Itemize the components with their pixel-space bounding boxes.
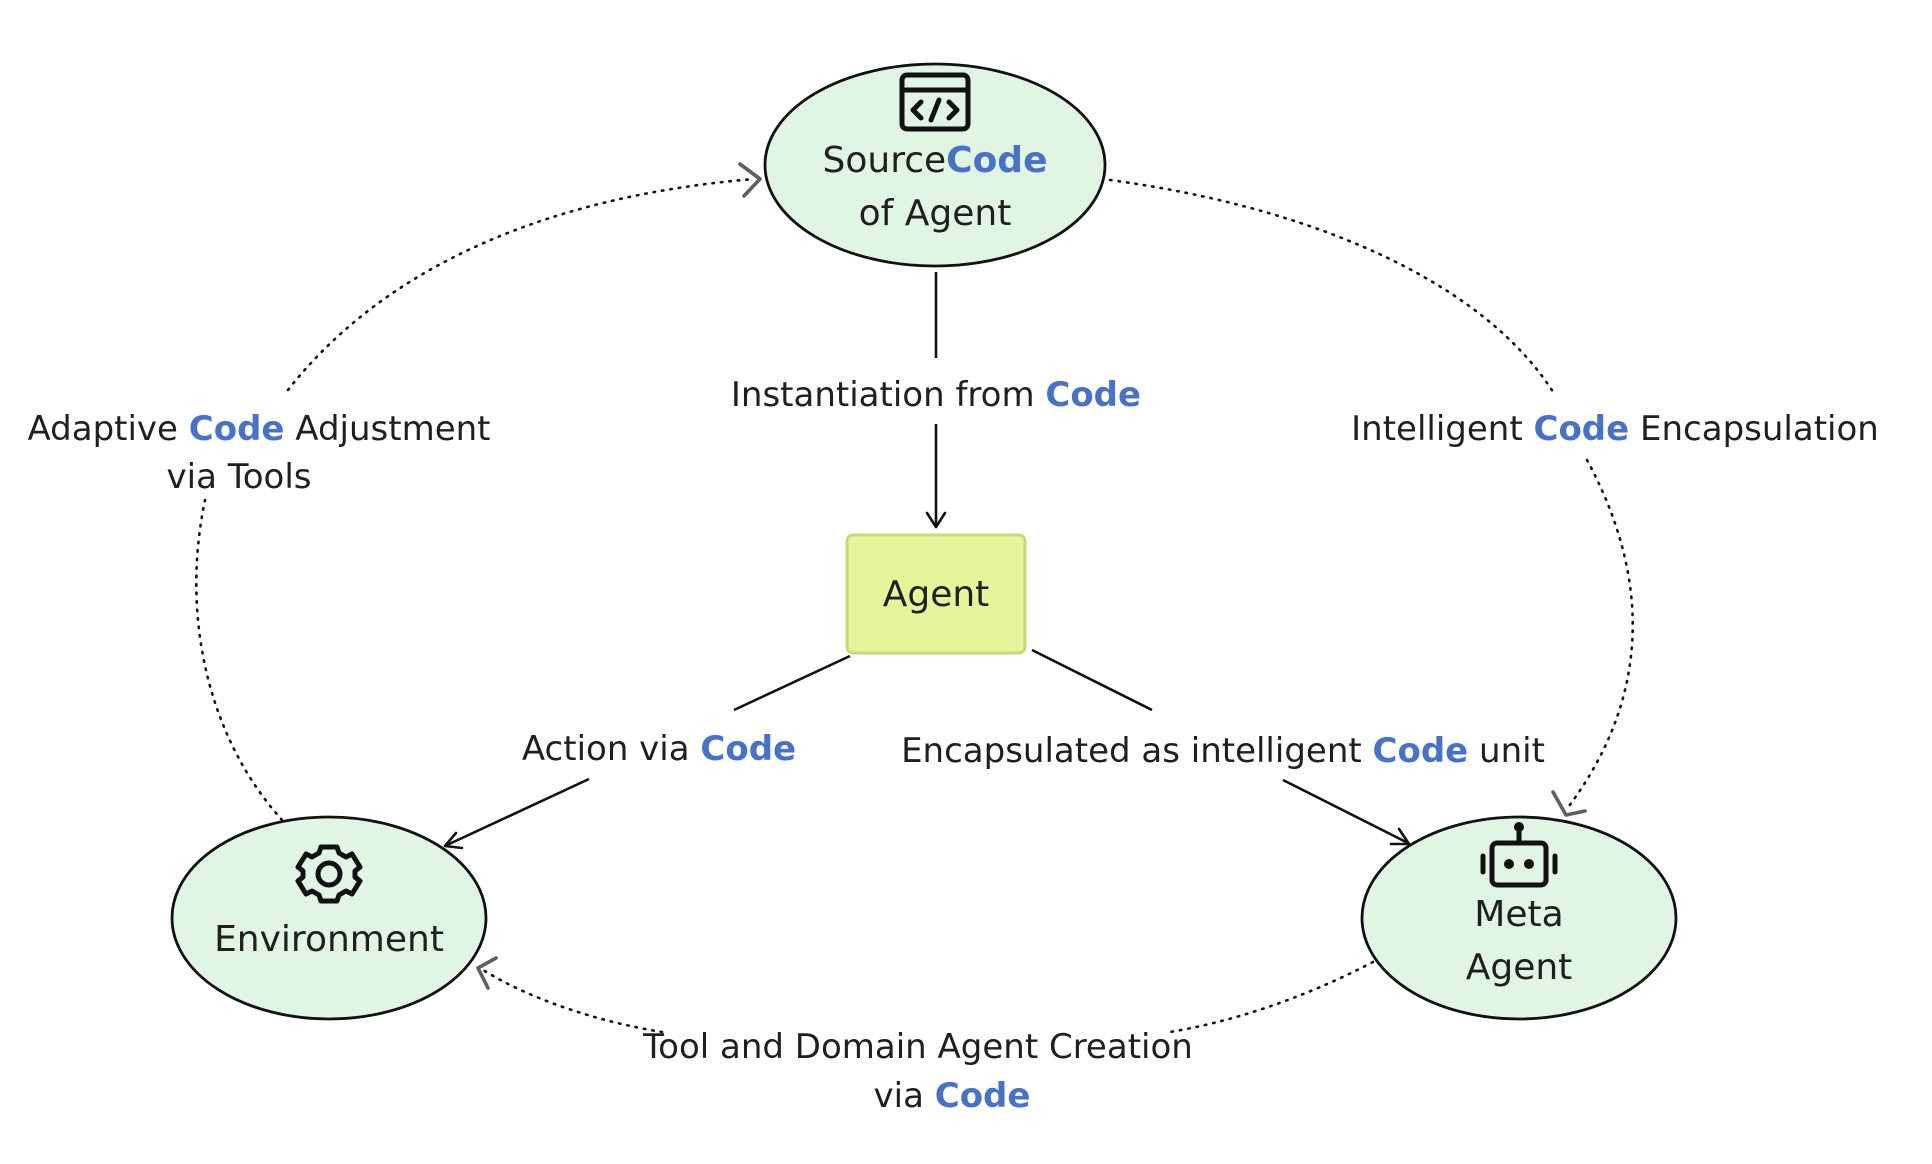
edge-label-tool-domain-line2: via Code [874, 1076, 1031, 1116]
edge-label-action: Action via Code [522, 729, 796, 769]
agent-label: Agent [883, 574, 990, 615]
edge-intelligent [1108, 178, 1634, 817]
edge-instantiation [925, 272, 947, 529]
node-environment: Environment [170, 815, 488, 1021]
source-code-label: SourceCode [823, 140, 1048, 181]
node-agent: Agent [845, 533, 1027, 655]
gear-icon [295, 844, 363, 904]
edge-action [443, 654, 851, 850]
code-window-icon [899, 72, 971, 132]
edge-tool-domain [476, 956, 1375, 1034]
edge-adaptive [195, 162, 762, 822]
meta-agent-label-line2: Agent [1466, 947, 1573, 988]
edge-label-encapsulated: Encapsulated as intelligent Code unit [901, 731, 1545, 771]
edge-label-tool-domain: Tool and Domain Agent Creation [642, 1027, 1193, 1067]
node-meta-agent: Meta Agent [1360, 815, 1678, 1021]
edge-label-adaptive-line2: via Tools [167, 457, 312, 497]
source-code-label-line2: of Agent [859, 193, 1012, 234]
edge-label-intelligent: Intelligent Code Encapsulation [1351, 409, 1879, 449]
node-source-code: SourceCode of Agent [763, 62, 1107, 268]
robot-icon [1480, 822, 1558, 888]
edge-label-adaptive: Adaptive Code Adjustment [27, 409, 490, 449]
edge-encapsulated [1031, 648, 1411, 846]
meta-agent-label-line1: Meta [1474, 894, 1563, 935]
environment-label: Environment [214, 919, 444, 960]
edge-label-instantiation: Instantiation from Code [731, 375, 1141, 415]
